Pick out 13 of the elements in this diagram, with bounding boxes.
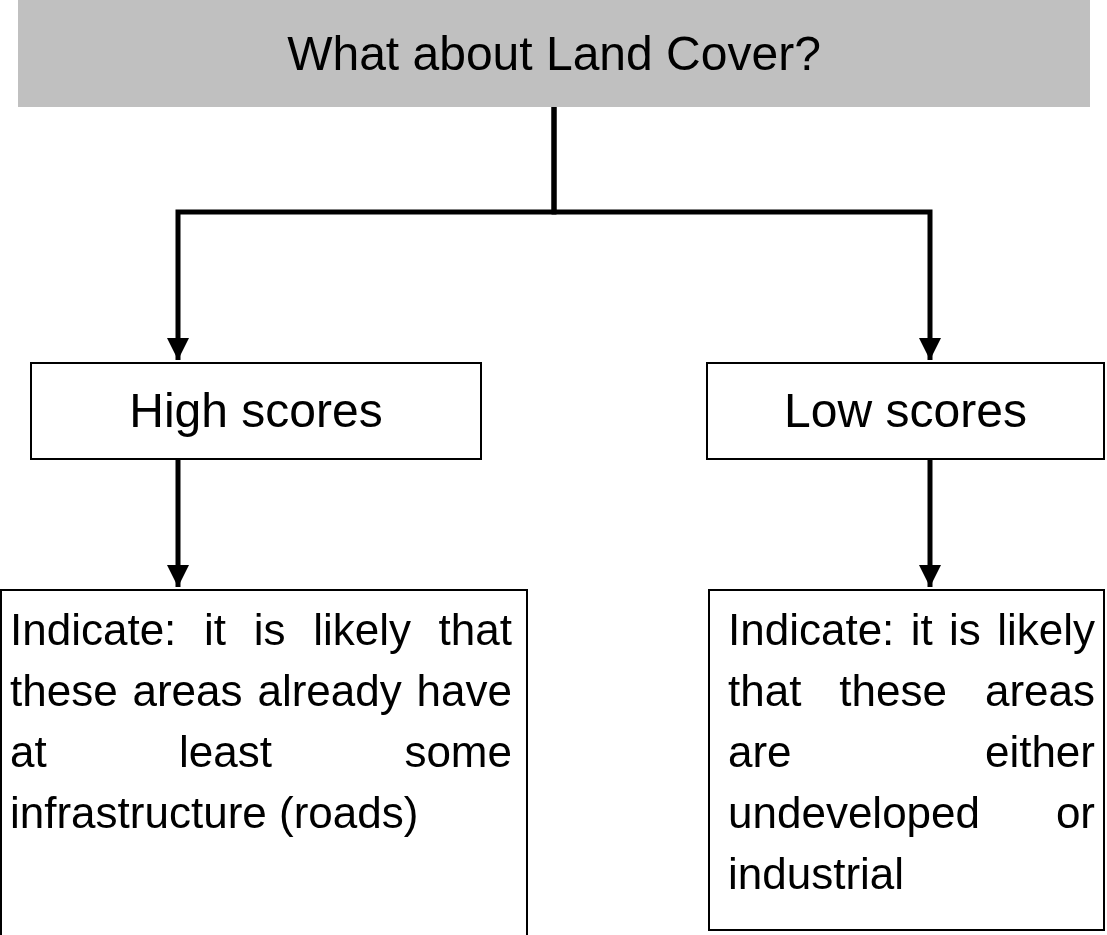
box-label: High scores	[129, 383, 383, 439]
description-text: Indicate: it is likely that these areas already have at least some infrastructure (roads)	[10, 604, 512, 839]
arrow	[919, 460, 941, 587]
process-box	[706, 362, 1105, 460]
arrow	[167, 460, 189, 587]
process-box	[30, 362, 482, 460]
box-label: What about Land Cover?	[287, 25, 821, 82]
process-box	[708, 589, 1105, 931]
process-box	[0, 589, 528, 935]
box-label: Low scores	[784, 383, 1027, 439]
description-text: Indicate: it is likely that these areas are either undeveloped or industrial	[728, 604, 1095, 900]
title-banner	[18, 0, 1090, 107]
arrow	[551, 107, 941, 360]
